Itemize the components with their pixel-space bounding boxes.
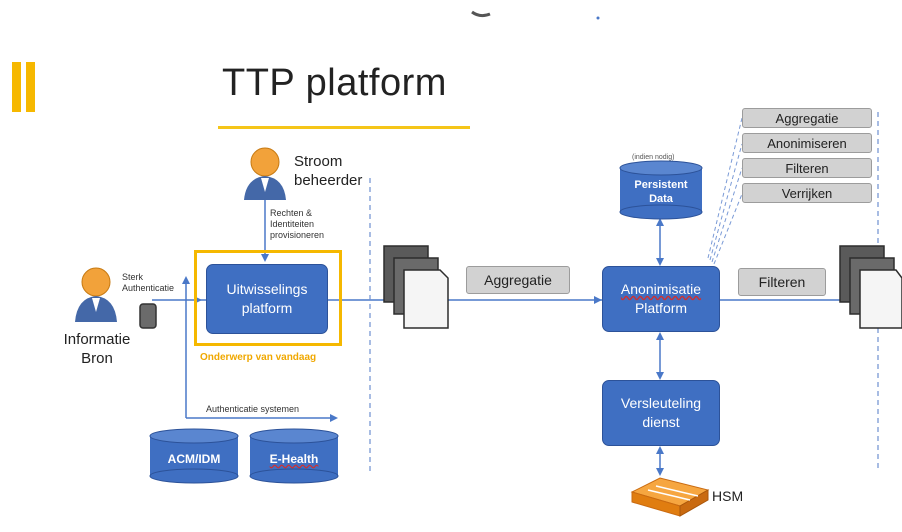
beheerder-arrow-head bbox=[261, 254, 269, 262]
acm-idm-label: ACM/IDM bbox=[167, 452, 221, 466]
informatie-bron-label: Informatie Bron bbox=[62, 330, 132, 368]
informatie-bron-line-2: Bron bbox=[81, 350, 113, 367]
sterk-line-2: Authenticatie bbox=[122, 283, 175, 293]
versleuteling-arrow-up bbox=[656, 332, 664, 340]
versleuteling-line-1: Versleuteling bbox=[620, 395, 702, 411]
versleuteling-arrow-down bbox=[656, 372, 664, 380]
filteren-step[interactable]: Filteren bbox=[738, 268, 826, 296]
persistent-arrow-down bbox=[656, 258, 664, 266]
arrow-head-anonimisatie bbox=[594, 296, 602, 304]
rechten-label: Rechten & Identiteiten provisioneren bbox=[270, 208, 324, 241]
focus-frame bbox=[194, 250, 342, 346]
versleuteling-line-2: dienst bbox=[642, 414, 680, 430]
stack-item-filteren[interactable]: Filteren bbox=[742, 158, 872, 178]
person-stroom-beheerder-icon bbox=[244, 147, 286, 200]
token-icon bbox=[139, 303, 157, 329]
authenticatie-systemen-label: Authenticatie systemen bbox=[206, 404, 300, 414]
versleuteling-dienst-box[interactable]: Versleuteling dienst bbox=[602, 380, 720, 446]
title-underline bbox=[218, 126, 470, 129]
stroom-beheerder-line-1: Stroom bbox=[294, 153, 343, 170]
person-informatie-bron-icon bbox=[75, 267, 117, 322]
anonimisatie-line-1: Anonimisatie bbox=[620, 281, 702, 297]
accent-bar-2 bbox=[26, 62, 35, 112]
stroom-beheerder-label: Stroom beheerder bbox=[294, 152, 362, 190]
stack-item-verrijken[interactable]: Verrijken bbox=[742, 183, 872, 203]
stack-item-aggregatie[interactable]: Aggregatie bbox=[742, 108, 872, 128]
auth-arrow-right bbox=[330, 414, 338, 422]
auth-arrow-up bbox=[182, 276, 190, 284]
ehealth-label: E-Health bbox=[269, 452, 319, 466]
dashed-link-filteren bbox=[711, 167, 743, 263]
uitwisselings-line-2: platform bbox=[241, 300, 293, 316]
top-dot-mark bbox=[596, 16, 600, 20]
rechten-line-3: provisioneren bbox=[270, 230, 325, 240]
ehealth-cylinder bbox=[249, 428, 339, 484]
persistent-data-cylinder bbox=[619, 160, 703, 220]
indien-nodig-label: (indien nodig) bbox=[632, 154, 675, 161]
top-arc-mark bbox=[471, 10, 491, 18]
sterk-line-1: Sterk bbox=[122, 272, 144, 282]
persistent-arrow-up bbox=[656, 218, 664, 226]
accent-bar-1 bbox=[12, 62, 21, 112]
document-stack-right-icon bbox=[839, 245, 902, 329]
onderwerp-label: Onderwerp van vandaag bbox=[200, 352, 317, 363]
dashed-link-verrijken bbox=[713, 193, 743, 265]
persistent-line-1: Persistent bbox=[634, 179, 688, 191]
stroom-beheerder-line-2: beheerder bbox=[294, 172, 363, 189]
informatie-bron-line-1: Informatie bbox=[63, 331, 131, 348]
rechten-line-2: Identiteiten bbox=[270, 219, 315, 229]
accent-bars bbox=[12, 62, 40, 112]
hsm-device-icon bbox=[630, 477, 710, 517]
document-stack-left-icon bbox=[383, 245, 449, 329]
uitwisselings-line-1: Uitwisselings bbox=[226, 281, 308, 297]
persistent-data-label: Persistent Data bbox=[620, 178, 702, 206]
rechten-line-1: Rechten & bbox=[270, 208, 313, 218]
persistent-line-2: Data bbox=[649, 193, 673, 205]
stack-item-anonimiseren[interactable]: Anonimiseren bbox=[742, 133, 872, 153]
page-title: TTP platform bbox=[222, 62, 447, 104]
anonimisatie-platform-box[interactable]: Anonimisatie Platform bbox=[602, 266, 720, 332]
hsm-arrow-down bbox=[656, 468, 664, 476]
dashed-link-anonimiseren bbox=[709, 143, 743, 261]
aggregatie-step[interactable]: Aggregatie bbox=[466, 266, 570, 294]
sterk-authenticatie-label: Sterk Authenticatie bbox=[122, 272, 174, 294]
hsm-arrow-up bbox=[656, 446, 664, 454]
hsm-label: HSM bbox=[712, 488, 744, 504]
acm-idm-cylinder bbox=[149, 428, 239, 484]
anonimisatie-line-2: Platform bbox=[634, 300, 688, 316]
uitwisselings-platform-box[interactable]: Uitwisselings platform bbox=[206, 264, 328, 334]
dashed-link-aggregatie bbox=[707, 117, 743, 259]
